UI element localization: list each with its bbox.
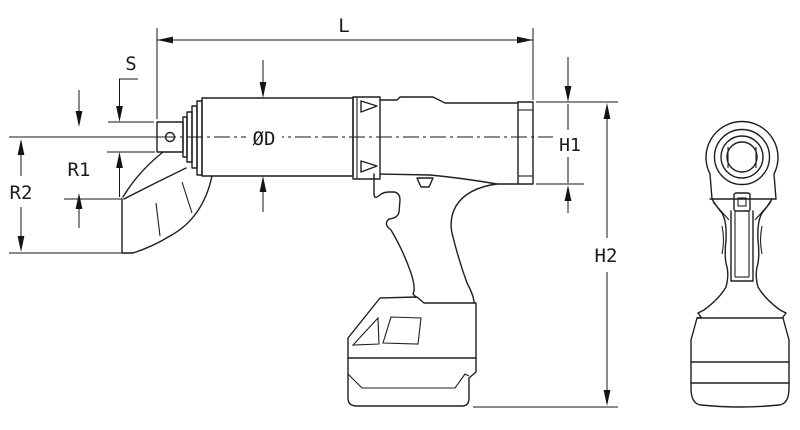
front-gusset-left xyxy=(712,201,730,221)
flange-plate-3 xyxy=(196,100,203,176)
dim-H2-arrow-top xyxy=(603,103,611,119)
dim-R1-arrow-bottom xyxy=(75,193,83,209)
collar-grip-mark-bottom xyxy=(360,160,378,173)
head-ring-inner xyxy=(720,135,764,179)
collar xyxy=(352,96,381,180)
dim-L-label: L xyxy=(338,15,349,37)
latch-button-detail xyxy=(737,197,747,207)
dim-R1-arrow-top xyxy=(75,111,83,127)
battery-indicator-triangle xyxy=(351,316,380,346)
dim-D-arrow-bottom xyxy=(259,176,267,192)
dim-H2-arrow-bottom xyxy=(603,390,611,406)
dim-L-arrow-right xyxy=(517,36,533,44)
dim-H2-label: H2 xyxy=(595,245,618,267)
dim-L-arrow-left xyxy=(157,36,173,44)
dim-H1-arrow-bottom xyxy=(564,185,572,201)
dim-R2-arrow-top xyxy=(17,139,25,155)
dimension-S: S xyxy=(107,53,155,197)
trigger-and-handle-front xyxy=(373,173,417,298)
dimension-H1: H1 xyxy=(536,57,618,213)
side-view xyxy=(9,96,553,407)
rear-cap xyxy=(517,101,534,185)
reaction-arm-facet-2 xyxy=(181,181,193,214)
dim-R2-label: R2 xyxy=(10,182,33,204)
battery-base-contour xyxy=(347,373,470,389)
front-gusset-right xyxy=(754,201,772,221)
head-ring-outer xyxy=(713,128,771,186)
front-grip-contour-right xyxy=(759,225,763,255)
front-body-right-edge xyxy=(755,198,787,319)
reaction-arm-inner-curve xyxy=(122,151,164,198)
dim-H1-label: H1 xyxy=(559,135,581,156)
battery-pack xyxy=(347,296,477,407)
handle-rear-edge xyxy=(450,183,498,304)
latch-button xyxy=(733,192,751,212)
dim-R2-arrow-bottom xyxy=(17,236,25,252)
body-bottom-profile xyxy=(379,173,519,185)
dimension-D: ØD xyxy=(246,60,282,212)
dimension-H2: H2 xyxy=(473,103,618,408)
dim-D-label-mask xyxy=(246,126,282,149)
front-view xyxy=(690,120,790,408)
dim-S-arrow-bottom xyxy=(116,152,123,168)
battery-indicator-window xyxy=(382,316,422,345)
body-top-profile xyxy=(379,96,519,104)
front-grip-contour-left xyxy=(721,225,725,255)
dimension-L: L xyxy=(156,15,534,119)
front-battery xyxy=(690,317,790,408)
dimension-R1: R1 xyxy=(64,90,122,228)
dim-S-label: S xyxy=(125,53,136,75)
dim-H1-label-mask xyxy=(556,132,582,154)
reaction-arm-outer-curve xyxy=(132,175,213,254)
reaction-arm-facet-1 xyxy=(155,202,161,237)
drive-pin-hole xyxy=(164,131,176,143)
collar-grip-mark-top xyxy=(360,100,378,113)
dimension-R2: R2 xyxy=(9,139,133,254)
head-housing xyxy=(705,120,779,200)
dim-D-label: ØD xyxy=(253,128,276,150)
dim-H1-arrow-top xyxy=(564,86,572,102)
dim-R1-label: R1 xyxy=(68,159,91,181)
dim-S-arrow-top xyxy=(116,106,123,122)
direction-switch xyxy=(416,177,434,188)
front-body-left-edge xyxy=(696,198,729,319)
dim-D-arrow-top xyxy=(259,82,267,98)
socket-opening xyxy=(726,141,758,173)
reaction-arm-front-curve xyxy=(123,167,187,200)
